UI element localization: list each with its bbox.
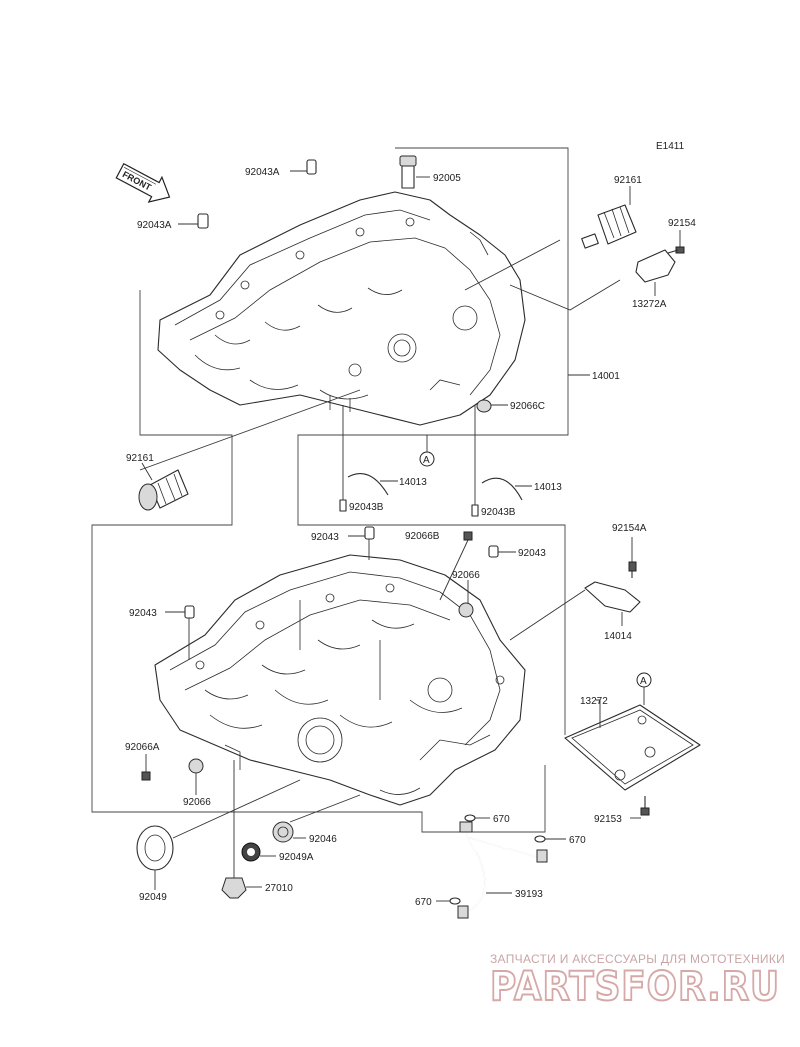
- oil-pipe-39193: [457, 821, 548, 919]
- label-92043-c: 92043: [129, 608, 157, 619]
- label-92005: 92005: [433, 173, 461, 184]
- upper-bracket-frame: [297, 147, 569, 735]
- bearing-14013-b: [481, 477, 532, 501]
- leader-14001: [509, 279, 621, 376]
- watermark-brand: PARTSFOR.RU: [490, 964, 780, 1010]
- label-92154: 92154: [668, 218, 696, 229]
- label-14014: 14014: [604, 631, 632, 642]
- label-92066C: 92066C: [510, 401, 545, 412]
- label-670-a: 670: [493, 814, 510, 825]
- label-92049: 92049: [139, 892, 167, 903]
- label-14013-a: 14013: [399, 477, 427, 488]
- switch-27010: [221, 760, 262, 899]
- callout-a-lower: A: [636, 672, 652, 705]
- callout-a-upper: A: [419, 435, 435, 467]
- plate-13272A: [635, 249, 676, 296]
- label-14013-b: 14013: [534, 482, 562, 493]
- label-92049A: 92049A: [279, 852, 314, 863]
- dowel-92043-c: [165, 605, 195, 660]
- label-92066-a: 92066: [452, 570, 480, 581]
- dowel-92043B-a: [339, 405, 347, 512]
- label-92161-mid: 92161: [126, 453, 154, 464]
- bolt-92154A: [628, 537, 637, 578]
- label-92161-top: 92161: [614, 175, 642, 186]
- label-92043-a: 92043: [311, 532, 339, 543]
- label-92043B-b: 92043B: [481, 507, 516, 518]
- plug-92066B: [439, 531, 473, 601]
- seal-92049A: [241, 842, 276, 862]
- plug-92066-a: [458, 580, 474, 618]
- oring-670-c: [436, 897, 461, 905]
- svg-text:A: A: [640, 676, 647, 687]
- plug-92066C: [476, 399, 508, 413]
- label-92066-b: 92066: [183, 797, 211, 808]
- plug-92161-top: [581, 186, 637, 249]
- label-13272: 13272: [580, 696, 608, 707]
- dowel-92043A-top: [290, 159, 317, 175]
- plug-92066-b: [188, 758, 204, 795]
- dowel-92043A-left: [178, 213, 209, 229]
- label-27010: 27010: [265, 883, 293, 894]
- cover-13272: [564, 699, 701, 791]
- label-92043-b: 92043: [518, 548, 546, 559]
- breather-92005: [399, 155, 430, 189]
- bolt-92154: [667, 230, 685, 254]
- label-13272A: 13272A: [632, 299, 667, 310]
- upper-crankcase: [157, 191, 526, 426]
- upper-case-frame: [91, 290, 546, 833]
- label-92153: 92153: [594, 814, 622, 825]
- seal-92046: [272, 794, 361, 843]
- label-670-b: 670: [569, 835, 586, 846]
- label-14001: 14001: [592, 371, 620, 382]
- label-92066A: 92066A: [125, 742, 160, 753]
- label-92043B-a: 92043B: [349, 502, 384, 513]
- bolt-92153: [630, 796, 650, 819]
- plug-92161-mid: [138, 462, 189, 511]
- dowel-92043B-b: [471, 405, 479, 517]
- label-92154A: 92154A: [612, 523, 647, 534]
- bracket-14014: [509, 581, 641, 641]
- label-92066B: 92066B: [405, 531, 440, 542]
- label-92043A-left: 92043A: [137, 220, 172, 231]
- dowel-92043-a: [348, 526, 375, 560]
- plug-92066A: [141, 754, 151, 781]
- label-670-c: 670: [415, 897, 432, 908]
- oring-670-a: [464, 814, 490, 822]
- label-92046: 92046: [309, 834, 337, 845]
- label-92043A-top: 92043A: [245, 167, 280, 178]
- lower-crankcase: [154, 554, 526, 806]
- dowel-92043-b: [488, 545, 516, 558]
- watermark-tagline: ЗАПЧАСТИ И АКСЕССУАРЫ ДЛЯ МОТОТЕХНИКИ: [490, 952, 785, 966]
- seal-92049: [136, 779, 301, 890]
- svg-text:A: A: [423, 455, 430, 466]
- diagram-code: E1411: [656, 141, 685, 152]
- front-arrow-icon: FRONT: [115, 162, 171, 203]
- bearing-14013-a: [347, 473, 398, 496]
- oring-670-b: [534, 835, 566, 843]
- label-39193: 39193: [515, 889, 543, 900]
